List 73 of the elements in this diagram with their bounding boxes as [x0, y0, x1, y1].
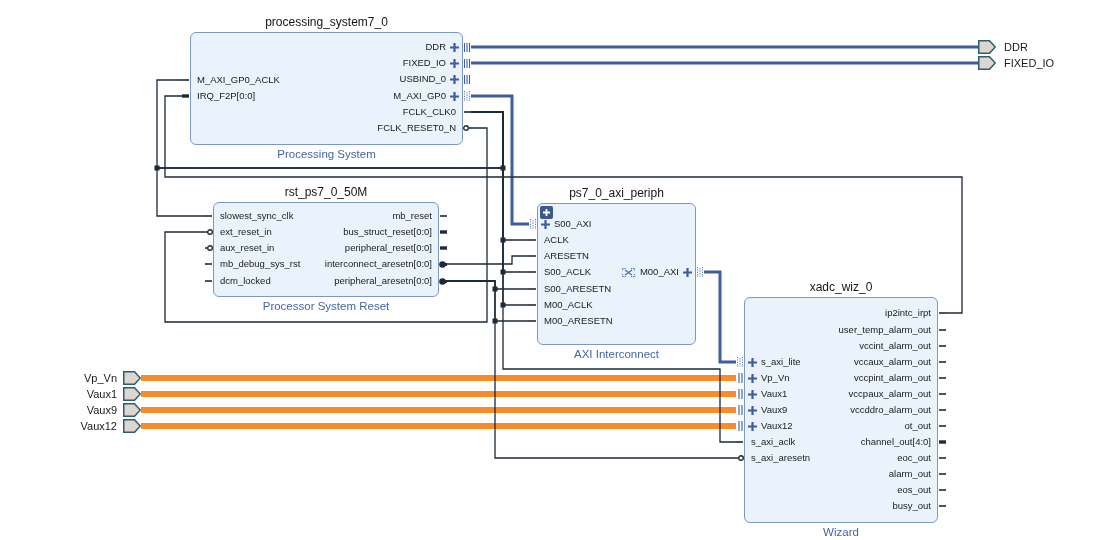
port-label: DDR: [425, 41, 446, 53]
port-label: user_temp_alarm_out: [838, 324, 931, 336]
port-label: interconnect_aresetn[0:0]: [324, 258, 432, 270]
port-label: s_axi_aclk: [751, 436, 796, 448]
port-label: vccpint_alarm_out: [853, 372, 931, 384]
block-name: ps7_0_axi_periph: [569, 186, 664, 200]
port-label: dcm_locked: [220, 275, 271, 287]
port-label: ot_out: [904, 420, 931, 432]
port-label: S00_ARESETN: [544, 283, 612, 295]
block-type: Processor System Reset: [262, 299, 390, 313]
port-label: s_axi_lite: [761, 356, 801, 368]
port-name: Vaux12: [80, 419, 117, 433]
block-type: Processing System: [277, 147, 376, 161]
bus-wire: [471, 45, 978, 49]
port-label: aux_reset_in: [220, 242, 275, 254]
port-name: FIXED_IO: [1004, 56, 1055, 70]
port-label: S00_ACLK: [544, 266, 591, 278]
port-label: FCLK_CLK0: [402, 106, 456, 118]
port-label: M_AXI_GP0_ACLK: [197, 74, 280, 86]
port-name: Vaux1: [86, 387, 117, 401]
port-label: IRQ_F2P[0:0]: [197, 90, 256, 102]
bus-wire: [141, 423, 736, 429]
port-label: Vaux12: [761, 420, 793, 432]
port-label: mb_debug_sys_rst: [220, 258, 301, 270]
port-label: USBIND_0: [399, 73, 446, 85]
port-label: eos_out: [897, 484, 931, 496]
port-label: vccddro_alarm_out: [850, 404, 931, 416]
port-label: FIXED_IO: [402, 57, 446, 69]
block-type: AXI Interconnect: [574, 347, 659, 361]
port-label: ACLK: [544, 234, 569, 246]
port-name: Vaux9: [86, 403, 117, 417]
block-name: xadc_wiz_0: [809, 280, 873, 294]
wire: [446, 255, 530, 265]
port-label: vccpaux_alarm_out: [848, 388, 931, 400]
bus-wire: [471, 94, 529, 226]
block-type: Wizard: [823, 525, 859, 539]
port-label: M_AXI_GP0: [393, 90, 446, 102]
port-label: M00_ARESETN: [544, 315, 613, 327]
bus-wire: [141, 407, 736, 413]
block-name: processing_system7_0: [265, 15, 388, 29]
bus-wire: [704, 270, 736, 364]
port-label: busy_out: [892, 500, 931, 512]
bus-wire: [471, 61, 978, 65]
port-label: FCLK_RESET0_N: [377, 122, 456, 134]
port-label: s_axi_aresetn: [751, 452, 811, 464]
port-label: vccint_alarm_out: [859, 340, 931, 352]
port-name: DDR: [1004, 40, 1028, 54]
port-label: Vp_Vn: [761, 372, 790, 384]
port-label: Vaux9: [761, 404, 788, 416]
port-label: channel_out[4:0]: [860, 436, 931, 448]
port-label: ext_reset_in: [220, 226, 272, 238]
block-name: rst_ps7_0_50M: [284, 185, 368, 199]
port-label: mb_reset: [392, 210, 432, 222]
port-label: Vaux1: [761, 388, 788, 400]
port-label: bus_struct_reset[0:0]: [343, 226, 432, 238]
wire: [164, 127, 488, 323]
port-label: slowest_sync_clk: [220, 210, 294, 222]
wire: [164, 95, 963, 314]
port-label: M00_ACLK: [544, 299, 593, 311]
port-label: vccaux_alarm_out: [853, 356, 931, 368]
port-label: alarm_out: [888, 468, 931, 480]
port-label: peripheral_reset[0:0]: [344, 242, 432, 254]
port-label: eoc_out: [897, 452, 931, 464]
bus-wire: [141, 375, 736, 381]
port-label: ip2intc_irpt: [885, 307, 931, 319]
port-label: ARESETN: [544, 250, 589, 262]
bus-wire: [141, 391, 736, 397]
wire: [446, 280, 737, 459]
wire: [470, 111, 737, 443]
port-label: M00_AXI: [639, 266, 679, 278]
port-label: S00_AXI: [554, 218, 592, 230]
port-name: Vp_Vn: [83, 371, 117, 385]
port-label: peripheral_aresetn[0:0]: [334, 275, 432, 287]
